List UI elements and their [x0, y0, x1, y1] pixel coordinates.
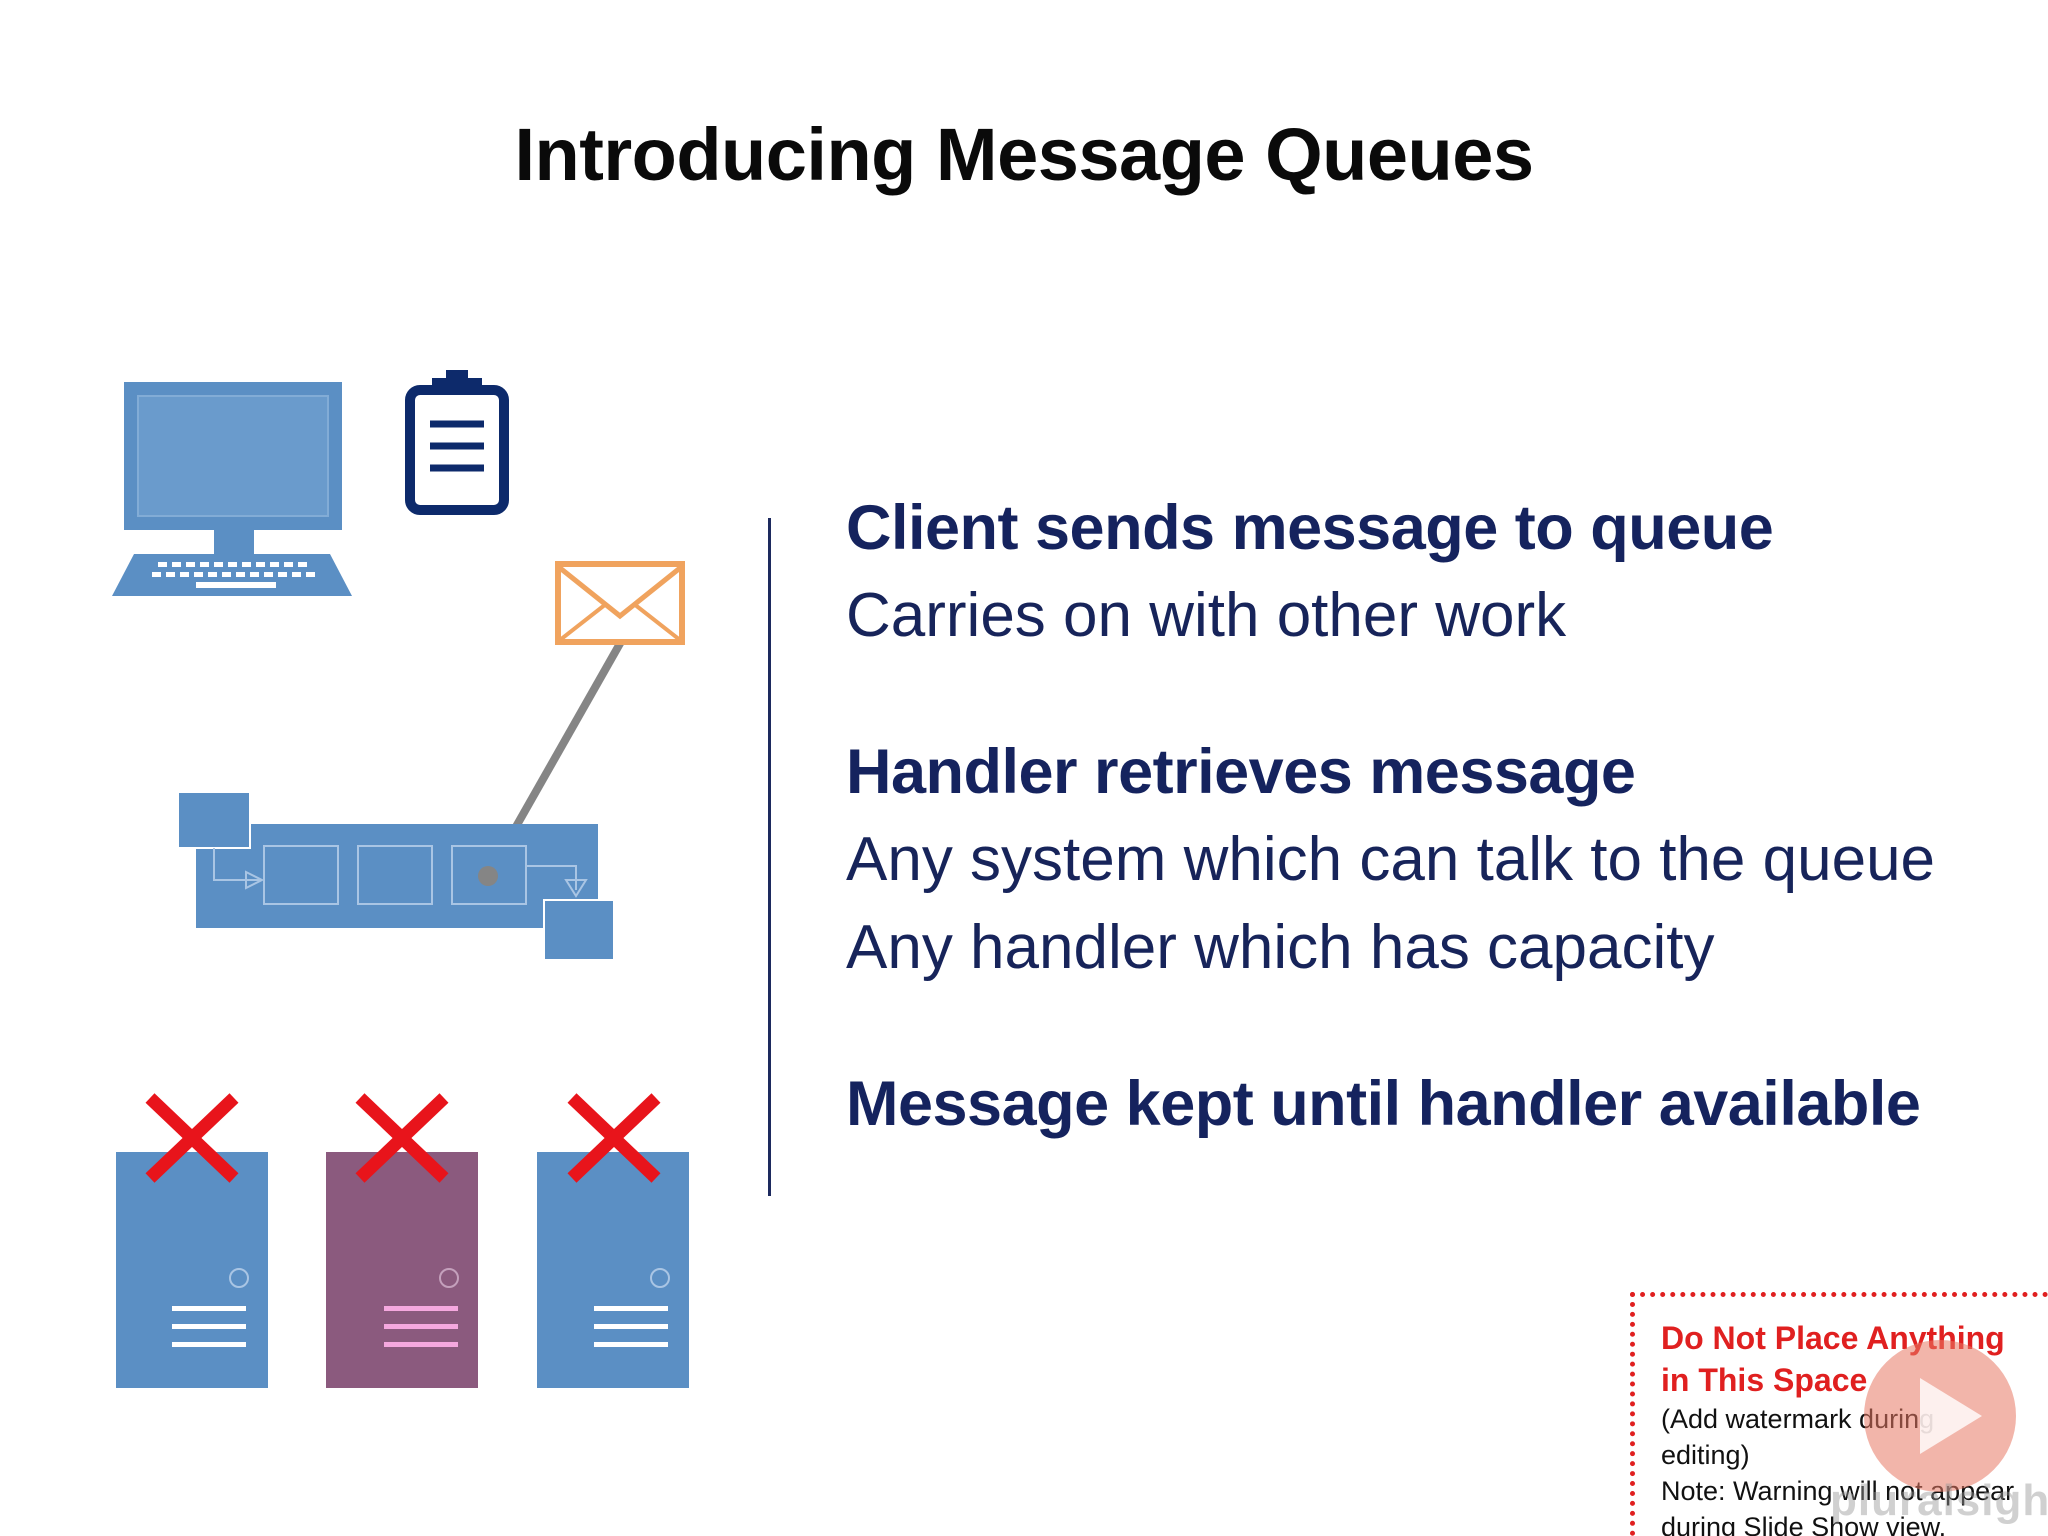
red-x-icon: [145, 1093, 239, 1183]
watermark-logo: pluralsight: [1830, 1476, 2048, 1525]
warning-note-line4: during Slide Show view.: [1661, 1512, 1947, 1536]
message-queue-icon: [177, 791, 615, 961]
queue-diagram: [112, 370, 689, 1388]
server-icon: [537, 1152, 689, 1388]
point-client-sends: Client sends message to queue: [846, 493, 1774, 563]
desktop-computer-icon: [112, 382, 352, 596]
server-icon: [116, 1152, 268, 1388]
envelope-icon: [555, 561, 685, 645]
point-handler-retrieves: Handler retrieves message: [846, 737, 1636, 807]
warning-note-line2: editing): [1661, 1440, 1750, 1470]
red-x-icon: [567, 1093, 661, 1183]
vertical-divider: [768, 518, 771, 1196]
slide-title: Introducing Message Queues: [514, 113, 1534, 196]
point-any-handler: Any handler which has capacity: [846, 913, 1715, 982]
play-icon: [1864, 1340, 2016, 1492]
clipboard-icon: [405, 370, 509, 515]
point-any-system: Any system which can talk to the queue: [846, 825, 1936, 894]
warning-title-line2: in This Space: [1661, 1362, 1868, 1398]
server-icon: [326, 1152, 478, 1388]
point-message-kept: Message kept until handler available: [846, 1069, 1921, 1139]
point-carries-on: Carries on with other work: [846, 581, 1567, 650]
red-x-icon: [355, 1093, 449, 1183]
